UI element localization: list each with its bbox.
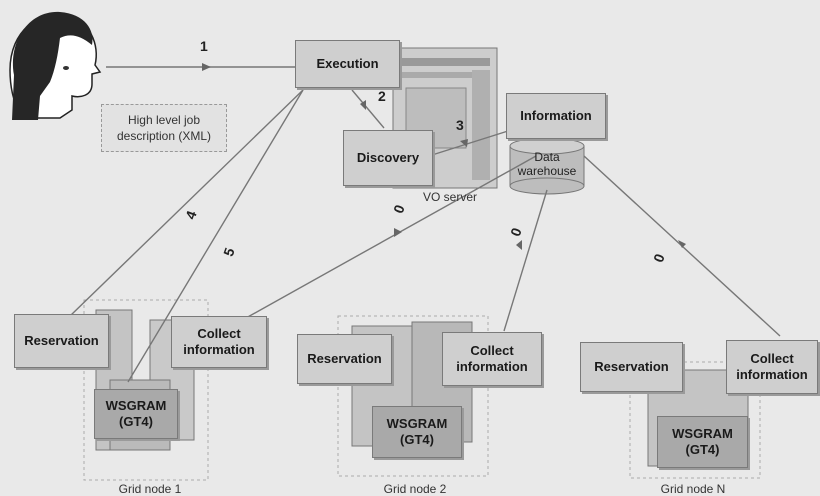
node-1-wsgram-box: WSGRAM (GT4) <box>94 389 178 439</box>
grid-node-2-outline <box>337 315 489 477</box>
step-1: 1 <box>200 38 208 54</box>
vo-server-machine <box>392 47 498 189</box>
data-warehouse-label: Data warehouse <box>510 150 584 178</box>
information-label: Information <box>520 108 592 123</box>
user-icon <box>9 11 102 120</box>
node-2-wsgram-line-1: WSGRAM <box>386 416 448 431</box>
node-n-wsgram-line-1: WSGRAM <box>672 426 733 441</box>
warehouse-line-1: Data <box>534 150 560 164</box>
node-1-collect-line-2: information <box>183 342 255 357</box>
step-2: 2 <box>378 88 386 104</box>
discovery-box: Discovery <box>343 130 433 186</box>
job-description-note: High level job description (XML) <box>101 104 227 152</box>
node-n-collect-line-1: Collect <box>750 351 794 366</box>
node-n-reservation-box: Reservation <box>580 342 683 392</box>
grid-node-1-label: Grid node 1 <box>118 482 182 496</box>
node-1-collect-box: Collect information <box>171 316 267 368</box>
information-box: Information <box>506 93 606 139</box>
vo-server-label: VO server <box>422 190 477 204</box>
execution-box: Execution <box>295 40 400 88</box>
grid-node-2-label: Grid node 2 <box>383 482 447 496</box>
node-1-collect-line-1: Collect <box>197 326 241 341</box>
node-n-wsgram-line-2: (GT4) <box>685 442 720 457</box>
node-n-reservation-label: Reservation <box>594 359 669 374</box>
node-2-collect-line-1: Collect <box>470 343 514 358</box>
node-1-reservation-label: Reservation <box>24 333 99 348</box>
node-2-wsgram-line-2: (GT4) <box>400 432 434 447</box>
node-2-reservation-label: Reservation <box>307 351 382 366</box>
note-line-2: description (XML) <box>116 129 212 143</box>
grid-node-n-label: Grid node N <box>660 482 726 496</box>
node-2-collect-box: Collect information <box>442 332 542 386</box>
node-n-wsgram-box: WSGRAM (GT4) <box>657 416 748 468</box>
execution-label: Execution <box>316 56 379 71</box>
node-2-reservation-box: Reservation <box>297 334 392 384</box>
node-1-reservation-box: Reservation <box>14 314 109 368</box>
node-2-wsgram-box: WSGRAM (GT4) <box>372 406 462 458</box>
warehouse-line-2: warehouse <box>517 164 577 178</box>
data-warehouse-cylinder <box>509 137 585 195</box>
node-n-collect-box: Collect information <box>726 340 818 394</box>
note-line-1: High level job <box>127 113 201 127</box>
node-n-collect-line-2: information <box>736 367 808 382</box>
discovery-label: Discovery <box>356 150 420 165</box>
step-3: 3 <box>456 117 464 133</box>
grid-node-1-outline <box>83 299 209 481</box>
node-1-wsgram-line-1: WSGRAM <box>105 398 167 413</box>
node-1-wsgram-line-2: (GT4) <box>119 414 153 429</box>
node-2-collect-line-2: information <box>456 359 528 374</box>
arrowheads <box>202 63 686 250</box>
grid-node-n-outline <box>629 361 761 479</box>
